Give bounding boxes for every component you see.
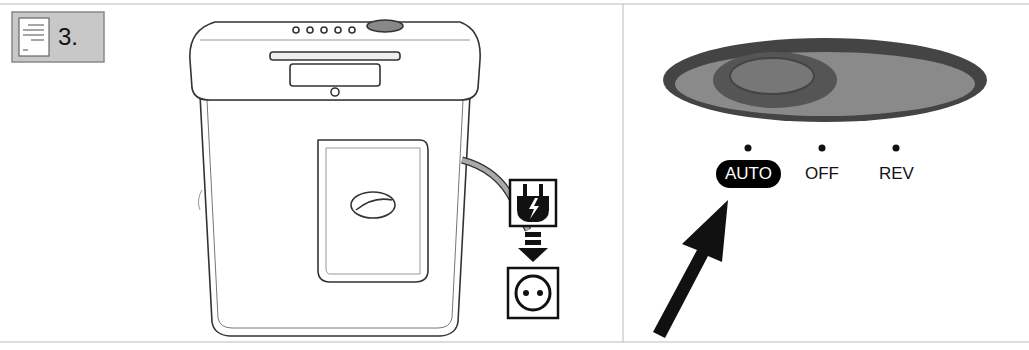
plug-icon	[510, 180, 556, 226]
step-number-box: 3.	[12, 12, 104, 62]
panel-divider	[623, 4, 624, 342]
mode-label: REV	[879, 164, 914, 184]
frame-line	[0, 4, 1029, 5]
mode-pill: AUTO	[716, 160, 781, 188]
pointer-arrow	[653, 200, 728, 338]
step-number: 3.	[58, 23, 104, 51]
frame-line	[0, 342, 1029, 343]
position-dot	[819, 145, 826, 152]
shredder	[190, 20, 480, 336]
power-switch	[663, 38, 987, 122]
mode-label: OFF	[805, 164, 839, 184]
socket-icon	[508, 268, 558, 318]
position-dot	[893, 145, 900, 152]
mode-label: AUTO	[725, 164, 772, 184]
step-badge	[12, 12, 104, 62]
insert-arrow	[518, 232, 548, 262]
position-dot	[745, 145, 752, 152]
document-icon	[19, 18, 49, 56]
